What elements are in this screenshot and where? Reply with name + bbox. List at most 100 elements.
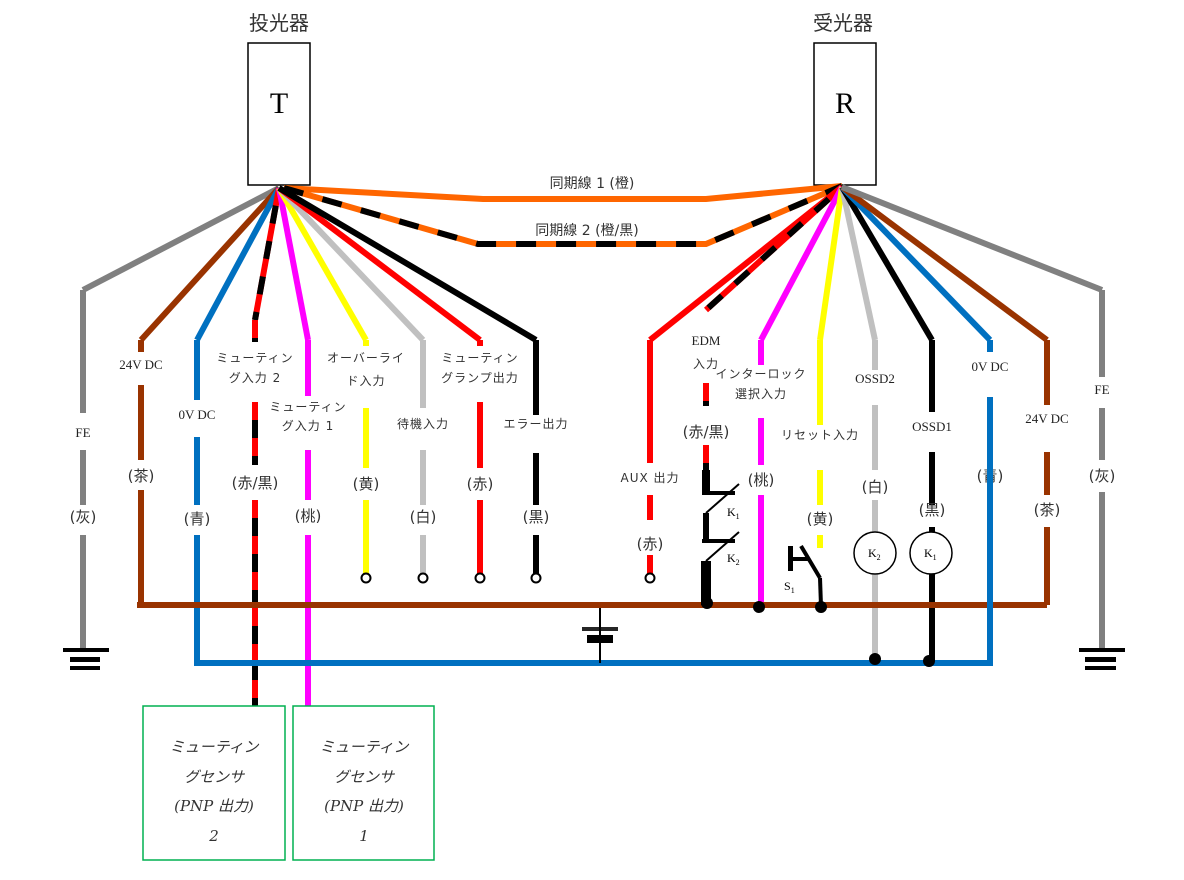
transmitter-letter: T — [270, 87, 288, 120]
transmitter-wire-error — [277, 185, 538, 343]
transmitter-wire-0v-name: 0V DC — [179, 407, 216, 422]
transmitter-wire-muting1 — [276, 187, 311, 341]
transmitter-wire-lamp-color: (赤) — [467, 475, 494, 493]
receiver-wire-ossd1-color: (黒) — [919, 501, 946, 519]
transmitter-wire-muting2-name: ミューティン — [216, 351, 293, 365]
sync-line-1 — [283, 183, 843, 202]
receiver-wire-ossd2-name: OSSD2 — [855, 371, 895, 386]
receiver-wire-ossd2-color: (白) — [862, 478, 889, 496]
bus-0v — [194, 400, 993, 666]
svg-text:(PNP 出力): (PNP 出力) — [174, 797, 254, 815]
sync-lines: 同期線 1 (橙) 同期線 2 (橙/黒) — [283, 176, 844, 247]
transmitter-box — [247, 42, 311, 186]
receiver-wire-24v-name: 24V DC — [1025, 411, 1068, 426]
receiver-wire-ossd2 — [839, 186, 878, 341]
receiver-wire-interlock-color: (桃) — [748, 471, 775, 489]
k2-contact-label: K2 — [727, 551, 740, 567]
svg-text:(PNP 出力): (PNP 出力) — [324, 797, 404, 815]
transmitter-wire-fe-name: FE — [75, 425, 90, 440]
receiver-wire-edm-name: EDM — [692, 333, 721, 348]
receiver-wire-ossd1-name: OSSD1 — [912, 419, 952, 434]
transmitter-wire-muting1-name: ミューティン — [269, 400, 346, 414]
svg-text:1: 1 — [359, 827, 369, 845]
transmitter-wire-muting1-color: (桃) — [295, 507, 322, 525]
receiver-wire-edm-stripe — [703, 184, 845, 313]
transmitter-wire-override — [276, 186, 369, 342]
interlock-junction — [753, 601, 765, 613]
muting-sensor-2-box: ミューティン グセンサ (PNP 出力) 2 — [142, 705, 286, 861]
svg-text:2: 2 — [208, 827, 219, 845]
transmitter-wire-fe-color: (灰) — [70, 508, 97, 526]
sync-line-2-label: 同期線 2 (橙/黒) — [535, 223, 638, 239]
transmitter-wire-override-name: オーバーライ — [327, 351, 405, 365]
receiver-wire-24v-color: (茶) — [1034, 501, 1061, 519]
k1-contact-label: K1 — [727, 505, 740, 521]
ossd2-junction — [869, 653, 881, 665]
transmitter-wire-muting2-name: グ入力 2 — [229, 371, 281, 385]
transmitter-wire-muting2-color: (赤/黒) — [232, 474, 279, 492]
ground-right-icon — [1079, 648, 1125, 670]
sync-line-1-label: 同期線 1 (橙) — [550, 176, 635, 192]
transmitter-wire-standby-color: (白) — [410, 508, 437, 526]
svg-text:K2: K2 — [868, 546, 881, 562]
ossd1-junction — [923, 655, 935, 667]
transmitter-wire-lamp-name: ミューティン — [441, 351, 518, 365]
transmitter-wire-lamp — [277, 185, 482, 343]
transmitter-wire-24v-name: 24V DC — [119, 357, 162, 372]
receiver-wire-interlock — [758, 185, 845, 342]
receiver-wire-0v — [839, 184, 993, 343]
transmitter-wire-error-terminal — [530, 572, 542, 584]
transmitter-wire-standby-name: 待機入力 — [397, 416, 449, 431]
transmitter-title: 投光器 — [249, 11, 309, 35]
receiver-box — [813, 42, 877, 186]
reset-switch-s1: S1 — [784, 544, 827, 613]
transmitter-wire-override-name: ド入力 — [346, 374, 385, 388]
receiver-wire-interlock-name: インターロック — [715, 367, 806, 381]
relay-k1: K1 — [909, 531, 953, 575]
transmitter-wire-error-name: エラー出力 — [503, 417, 568, 431]
transmitter-wire-muting2-stripe — [252, 187, 282, 321]
receiver-wire-aux-terminal — [644, 572, 656, 584]
transmitter-wire-muting1-name: グ入力 1 — [282, 419, 334, 433]
svg-text:ミューティン: ミューティン — [169, 738, 259, 756]
sync-line-2-base — [283, 183, 844, 247]
power-supply-battery — [582, 608, 618, 663]
receiver-wire-reset-color: (黄) — [807, 510, 834, 528]
receiver-wire-fe-color: (灰) — [1089, 467, 1116, 485]
relay-k2: K2 — [853, 531, 897, 575]
svg-text:K1: K1 — [924, 546, 937, 562]
receiver-wire-edm-name: 入力 — [693, 357, 719, 371]
receiver-wire-edm-color: (赤/黒) — [683, 423, 730, 441]
transmitter-wire-fe — [81, 185, 281, 293]
transmitter-wire-error-color: (黒) — [523, 508, 550, 526]
receiver-wire-0v-name: 0V DC — [972, 359, 1009, 374]
transmitter-wire-standby — [276, 185, 426, 343]
edm-contacts: K1 K2 — [701, 470, 740, 609]
receiver-wire-aux-name: AUX 出力 — [620, 471, 679, 485]
ground-left-icon — [63, 648, 109, 670]
receiver-wire-fe — [840, 184, 1104, 293]
receiver-wire-fe-name: FE — [1094, 382, 1109, 397]
transmitter-wire-24v — [138, 185, 282, 343]
receiver-wire-interlock-name: 選択入力 — [735, 387, 787, 401]
receiver-wire-24v — [840, 184, 1049, 343]
receiver-wire-ossd1 — [839, 185, 935, 342]
transmitter-wire-lamp-terminal — [474, 572, 486, 584]
svg-text:グセンサ: グセンサ — [184, 768, 245, 786]
transmitter-wire-0v — [194, 186, 282, 342]
svg-text:ミューティン: ミューティン — [319, 738, 409, 756]
transmitter-wire-override-color: (黄) — [353, 475, 380, 493]
transmitter-wire-24v-color: (茶) — [128, 467, 155, 485]
transmitter-wire-override-terminal — [360, 572, 372, 584]
transmitter-wire-lamp-name: グランプ出力 — [441, 371, 519, 385]
receiver-wire-aux-color: (赤) — [637, 535, 664, 553]
receiver-wire-reset-name: リセット入力 — [781, 428, 859, 442]
s1-label: S1 — [784, 579, 795, 595]
transmitter-wire-0v-color: (青) — [184, 510, 211, 528]
svg-text:グセンサ: グセンサ — [334, 768, 395, 786]
receiver-wire-reset — [817, 186, 845, 341]
transmitter-wire-standby-terminal — [417, 572, 429, 584]
receiver-letter: R — [835, 87, 855, 120]
muting-sensor-1-box: ミューティン グセンサ (PNP 出力) 1 — [292, 705, 435, 861]
